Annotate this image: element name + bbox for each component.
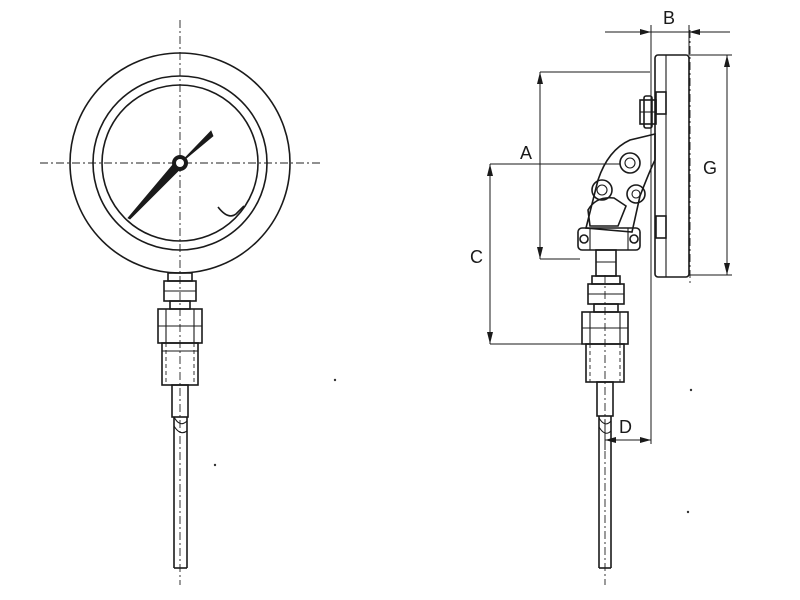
mark-dot	[333, 378, 337, 382]
label-a: A	[520, 143, 532, 163]
side-case	[639, 54, 690, 278]
side-stem-fitting	[581, 275, 629, 417]
dimension-a: A	[520, 71, 650, 260]
front-stem-fitting	[157, 272, 203, 418]
pivot-nut-lower	[626, 184, 646, 204]
dimension-g: G	[689, 54, 732, 276]
gauge-bezel	[92, 75, 268, 251]
stop-pin	[217, 205, 245, 217]
stem-break-lower	[173, 425, 188, 434]
front-probe-stem	[173, 416, 188, 569]
pivot-nut-upper	[619, 152, 641, 174]
mark-dot	[689, 388, 693, 392]
gauge-pointer	[127, 130, 214, 220]
pointer-hub-center	[176, 159, 184, 167]
side-view: B A C G	[213, 8, 732, 585]
stem-break-upper	[173, 416, 188, 425]
gauge-dial	[101, 84, 259, 242]
dimension-d: D	[604, 417, 651, 450]
label-d: D	[619, 417, 632, 437]
label-g: G	[703, 158, 717, 178]
mark-dot	[213, 463, 217, 467]
label-c: C	[470, 247, 483, 267]
pivot-nut-middle	[591, 179, 613, 201]
dimension-b: B	[605, 8, 730, 444]
mark-dot	[686, 510, 690, 514]
front-view	[40, 20, 322, 585]
dimension-c: C	[470, 164, 586, 345]
label-b: B	[663, 8, 675, 28]
swivel-bracket	[577, 132, 656, 277]
